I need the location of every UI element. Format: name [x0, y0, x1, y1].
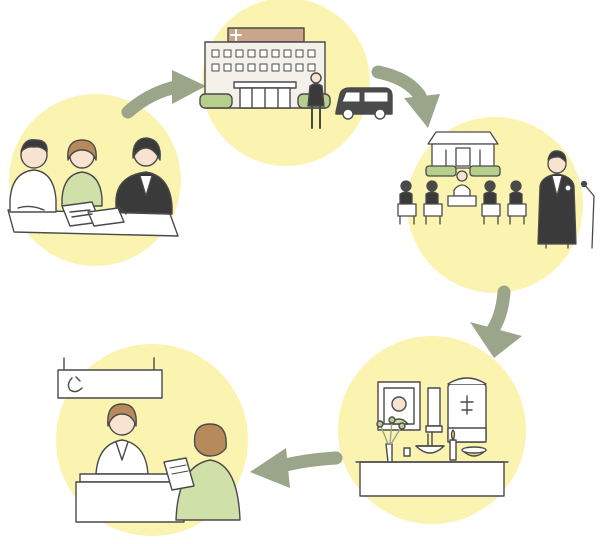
flow-arrow-3	[483, 285, 511, 341]
reception-desk-icon	[57, 357, 241, 523]
home-altar-icon	[355, 377, 509, 497]
flow-arrow-4	[275, 451, 343, 473]
flow-arrow-1-head	[172, 70, 206, 104]
flow-arrow-4-head	[250, 448, 290, 488]
family-consultation-icon	[7, 137, 179, 237]
flow-arrow-2	[371, 65, 427, 103]
flow-arrow-3-head	[470, 322, 522, 358]
flow-arrow-2-head	[404, 94, 440, 128]
funeral-altar-icon	[397, 131, 595, 249]
hospital-hearse-icon	[199, 27, 393, 129]
